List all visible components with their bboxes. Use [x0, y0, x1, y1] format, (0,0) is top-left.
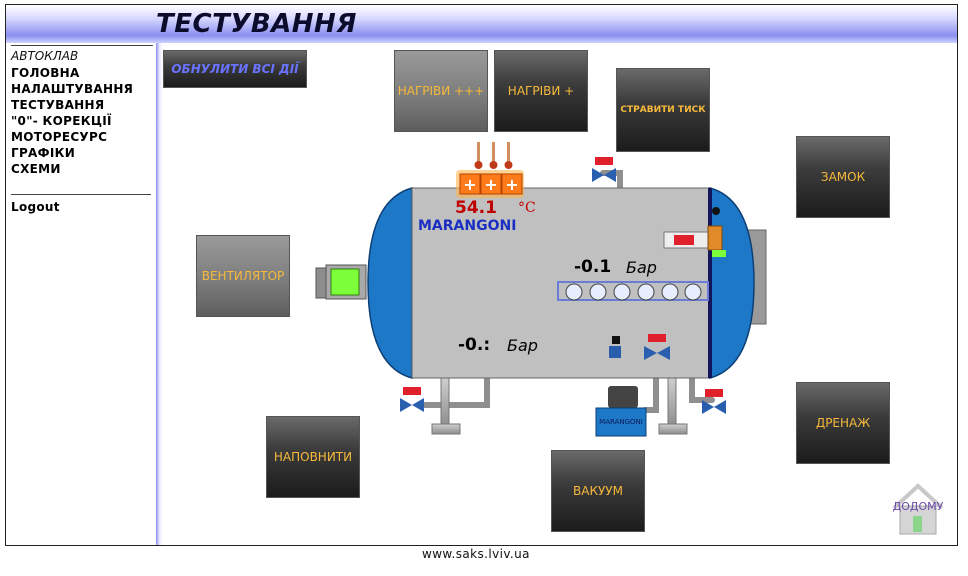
home-label: ДОДОМУ — [892, 500, 944, 513]
sidebar-item-zero-corrections[interactable]: "0"- КОРЕКЦІЇ — [11, 114, 112, 128]
heater-plus-1: + — [463, 174, 477, 194]
heat-plus3-button[interactable]: НАГРІВИ +++ — [394, 50, 488, 132]
pressure-top-readout: -0.1 — [574, 257, 612, 277]
pump-label: MARANGONI — [599, 418, 643, 426]
page-title: ТЕСТУВАННЯ — [156, 9, 357, 39]
fan-button[interactable]: ВЕНТИЛЯТОР — [196, 235, 290, 317]
lock-button[interactable]: ЗАМОК — [796, 136, 890, 218]
pressure-top-unit: Бар — [626, 258, 657, 277]
heat-plus1-button[interactable]: НАГРІВИ + — [494, 50, 588, 132]
sidebar-item-home[interactable]: ГОЛОВНА — [11, 66, 80, 80]
vacuum-button[interactable]: ВАКУУМ — [551, 450, 645, 532]
home-button[interactable]: ДОДОМУ — [888, 480, 948, 536]
sidebar-item-testing[interactable]: ТЕСТУВАННЯ — [11, 98, 105, 112]
sidebar: АВТОКЛАВ ГОЛОВНА НАЛАШТУВАННЯ ТЕСТУВАННЯ… — [6, 43, 156, 545]
sidebar-edge-gradient — [156, 43, 163, 545]
pressure-inner-unit: Бар — [507, 336, 538, 355]
house-icon — [892, 483, 944, 535]
fan-label: ВЕНТИЛЯТОР — [201, 269, 285, 283]
sidebar-section-label: АВТОКЛАВ — [11, 49, 79, 63]
heater-plus-2: + — [484, 174, 498, 194]
fill-button[interactable]: НАПОВНИТИ — [266, 416, 360, 498]
drain-button[interactable]: ДРЕНАЖ — [796, 382, 890, 464]
footer-url: www.saks.lviv.ua — [422, 547, 530, 561]
header-bar: ТЕСТУВАННЯ — [6, 5, 957, 43]
pressure-inner-readout: -0.: — [458, 335, 491, 355]
temperature-unit: °C — [518, 200, 536, 216]
sidebar-item-graphs[interactable]: ГРАФІКИ — [11, 146, 76, 160]
heater-plus-3: + — [505, 174, 519, 194]
logout-link[interactable]: Logout — [11, 200, 60, 214]
sidebar-divider — [11, 194, 151, 195]
sidebar-item-settings[interactable]: НАЛАШТУВАННЯ — [11, 82, 134, 96]
brand-label: MARANGONI — [418, 218, 517, 234]
reset-all-button[interactable]: ОБНУЛИТИ ВСІ ДІЇ — [163, 50, 307, 88]
heat-plus3-label: НАГРІВИ +++ — [397, 84, 485, 98]
sidebar-item-schemes[interactable]: СХЕМИ — [11, 162, 61, 176]
temperature-readout: 54.1 — [455, 198, 497, 218]
sidebar-item-motor-resource[interactable]: МОТОРЕСУРС — [11, 130, 108, 144]
sidebar-top-divider — [11, 45, 153, 46]
release-pressure-button[interactable]: СТРАВИТИ ТИСК — [616, 68, 710, 152]
